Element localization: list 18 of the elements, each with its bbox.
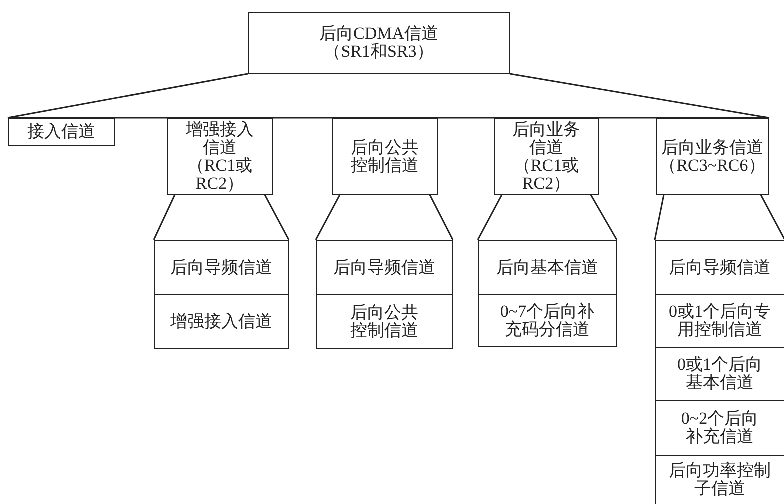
channel-box: 后向导频信道 (655, 240, 784, 295)
channel-box: 增强接入信道 (154, 294, 289, 349)
channel-box: 后向业务信道（RC1或RC2） (494, 118, 599, 195)
connector-line (477, 194, 618, 241)
channel-box: 后向公共控制信道 (316, 294, 453, 349)
channel-box: 后向业务信道（RC3~RC6） (656, 118, 769, 195)
channel-box: 后向基本信道 (478, 240, 617, 295)
connector-line (7, 73, 770, 119)
connector-line (654, 194, 784, 241)
connector-line (315, 194, 454, 241)
channel-box: 增强接入信道（RC1或RC2） (167, 118, 273, 195)
connector-line (153, 194, 290, 241)
channel-box: 接入信道 (8, 118, 115, 146)
channel-box: 后向公共控制信道 (332, 118, 438, 195)
channel-box: 0~7个后向补充码分信道 (478, 294, 617, 347)
channel-box: 后向导频信道 (154, 240, 289, 295)
channel-box: 后向导频信道 (316, 240, 453, 295)
channel-box: 后向CDMA信道（SR1和SR3） (248, 12, 510, 74)
